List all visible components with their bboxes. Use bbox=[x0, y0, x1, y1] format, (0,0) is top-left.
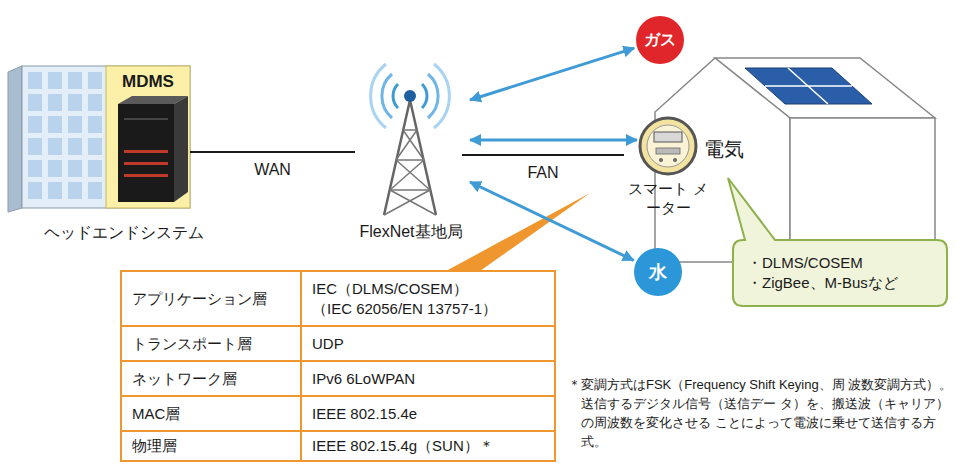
protocol-callout: ・DLMS/COSEM・ZigBee、M-Busなど bbox=[733, 240, 947, 306]
node-text: ・DLMS/COSEM bbox=[747, 253, 933, 273]
node-text: 電気 bbox=[704, 136, 764, 163]
table-cell: ネットワーク層 bbox=[122, 362, 302, 397]
footnote: ＊変調方式はFSK（Frequency Shift Keying、周 波数変調方… bbox=[568, 376, 953, 451]
tower-illustration bbox=[384, 100, 436, 215]
table-cell: MAC層 bbox=[122, 397, 302, 432]
building-illustration bbox=[106, 66, 190, 208]
table-cell: IEC（DLMS/COSEM） （IEC 62056/EN 13757-1） bbox=[302, 272, 554, 327]
server-illustration bbox=[118, 104, 174, 202]
node-text: 水 bbox=[649, 260, 667, 284]
house-illustration bbox=[655, 58, 790, 262]
smart-meter: スマート メーター bbox=[626, 118, 710, 230]
node-text: FlexNet基地局 bbox=[327, 221, 495, 243]
building-illustration bbox=[8, 66, 190, 212]
table-cell: トランスポート層 bbox=[122, 327, 302, 362]
table-cell: IEEE 802.15.4e bbox=[302, 397, 554, 432]
table-cell-text: IEC（DLMS/COSEM） （IEC 62056/EN 13757-1） bbox=[312, 279, 504, 318]
table-cell-text: UDP bbox=[312, 334, 344, 354]
callout-shape bbox=[733, 240, 947, 306]
meter-illustration bbox=[656, 148, 680, 154]
meter-illustration bbox=[640, 118, 696, 174]
head-end-system: ヘッドエンドシステム MDMS bbox=[8, 62, 240, 250]
meter-illustration bbox=[673, 158, 677, 162]
table-cell: IEEE 802.15.4g（SUN）＊ bbox=[302, 432, 554, 460]
table-cell-text: アプリケーション層 bbox=[132, 289, 267, 309]
house: 電気スマート メーター bbox=[620, 50, 940, 265]
table-cell-text: 物理層 bbox=[132, 436, 177, 456]
network-line bbox=[462, 154, 624, 156]
tower-illustration bbox=[371, 64, 386, 128]
tower-illustration bbox=[404, 90, 416, 102]
node-text: MDMS bbox=[122, 71, 174, 94]
node-text: ガス bbox=[644, 29, 676, 51]
tower-illustration bbox=[422, 84, 427, 108]
server-illustration bbox=[124, 174, 168, 177]
table-cell: アプリケーション層 bbox=[122, 272, 302, 327]
tower-illustration bbox=[434, 64, 449, 128]
network-label: FAN bbox=[524, 164, 561, 182]
link-arrow bbox=[470, 48, 634, 100]
tower-illustration bbox=[384, 130, 436, 215]
table-cell: IPv6 6LoWPAN bbox=[302, 362, 554, 397]
gas-circle: ガス bbox=[636, 16, 684, 64]
table-cell-text: MAC層 bbox=[132, 404, 180, 424]
building-illustration bbox=[28, 72, 106, 204]
meter-illustration bbox=[640, 118, 696, 174]
table-cell-text: IEEE 802.15.4e bbox=[312, 404, 417, 424]
meter-illustration bbox=[647, 125, 689, 167]
protocol-table: アプリケーション層 IEC（DLMS/COSEM） （IEC 62056/EN 1… bbox=[120, 270, 556, 462]
node-text: ヘッドエンドシステム bbox=[8, 222, 240, 244]
tower-illustration bbox=[393, 84, 398, 108]
callout-outline bbox=[728, 178, 947, 306]
node-text: スマート メーター bbox=[626, 180, 710, 218]
server-illustration bbox=[124, 118, 168, 120]
table-cell-text: ネットワーク層 bbox=[132, 369, 237, 389]
building-illustration bbox=[22, 66, 190, 208]
server-illustration bbox=[124, 162, 168, 165]
building-illustration bbox=[8, 66, 22, 212]
mdms-box: MDMS bbox=[108, 68, 188, 97]
server-illustration bbox=[124, 150, 168, 153]
table-cell: 物理層 bbox=[122, 432, 302, 460]
table-cell-text: IPv6 6LoWPAN bbox=[312, 369, 415, 389]
tower-illustration bbox=[382, 74, 392, 118]
network-line bbox=[190, 151, 355, 153]
link-arrow bbox=[470, 182, 634, 260]
server-illustration bbox=[174, 96, 188, 202]
table-cell-text: IEEE 802.15.4g（SUN）＊ bbox=[312, 436, 494, 456]
meter-illustration bbox=[659, 158, 663, 162]
tower-illustration bbox=[428, 74, 438, 118]
node-text: ・ZigBee、M-Busなど bbox=[747, 273, 933, 293]
link-arrow bbox=[470, 139, 637, 142]
water-circle: 水 bbox=[634, 248, 682, 296]
base-station: FlexNet基地局 bbox=[352, 58, 470, 248]
meter-illustration bbox=[654, 132, 682, 142]
network-label: WAN bbox=[251, 161, 294, 179]
server-illustration bbox=[118, 96, 188, 202]
house-illustration bbox=[765, 68, 852, 104]
house-illustration bbox=[655, 58, 935, 262]
tower-illustration bbox=[371, 64, 450, 215]
table-cell: UDP bbox=[302, 327, 554, 362]
table-cell-text: トランスポート層 bbox=[132, 334, 252, 354]
